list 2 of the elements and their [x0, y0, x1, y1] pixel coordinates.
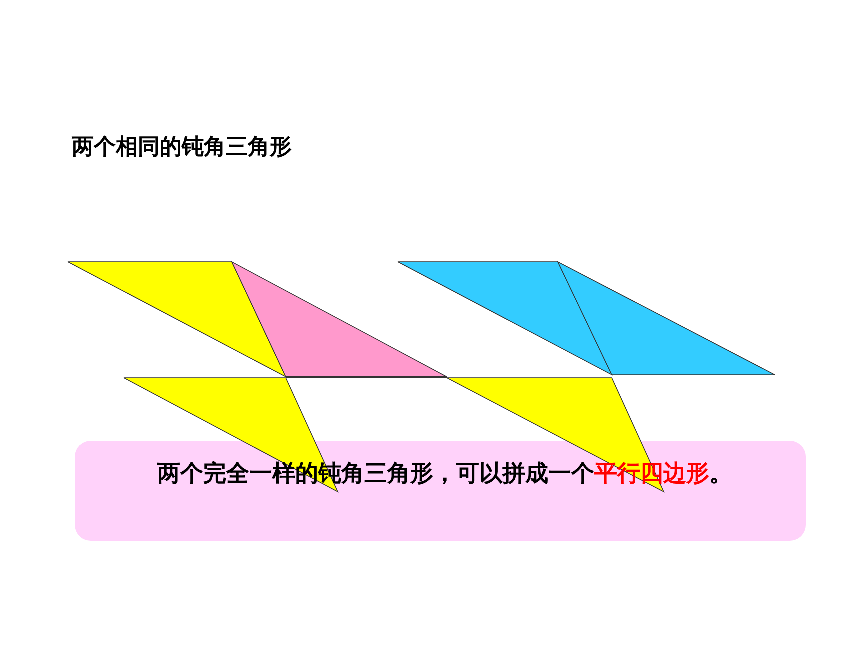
title: 两个相同的钝角三角形 — [72, 134, 292, 162]
note-box — [75, 441, 806, 541]
